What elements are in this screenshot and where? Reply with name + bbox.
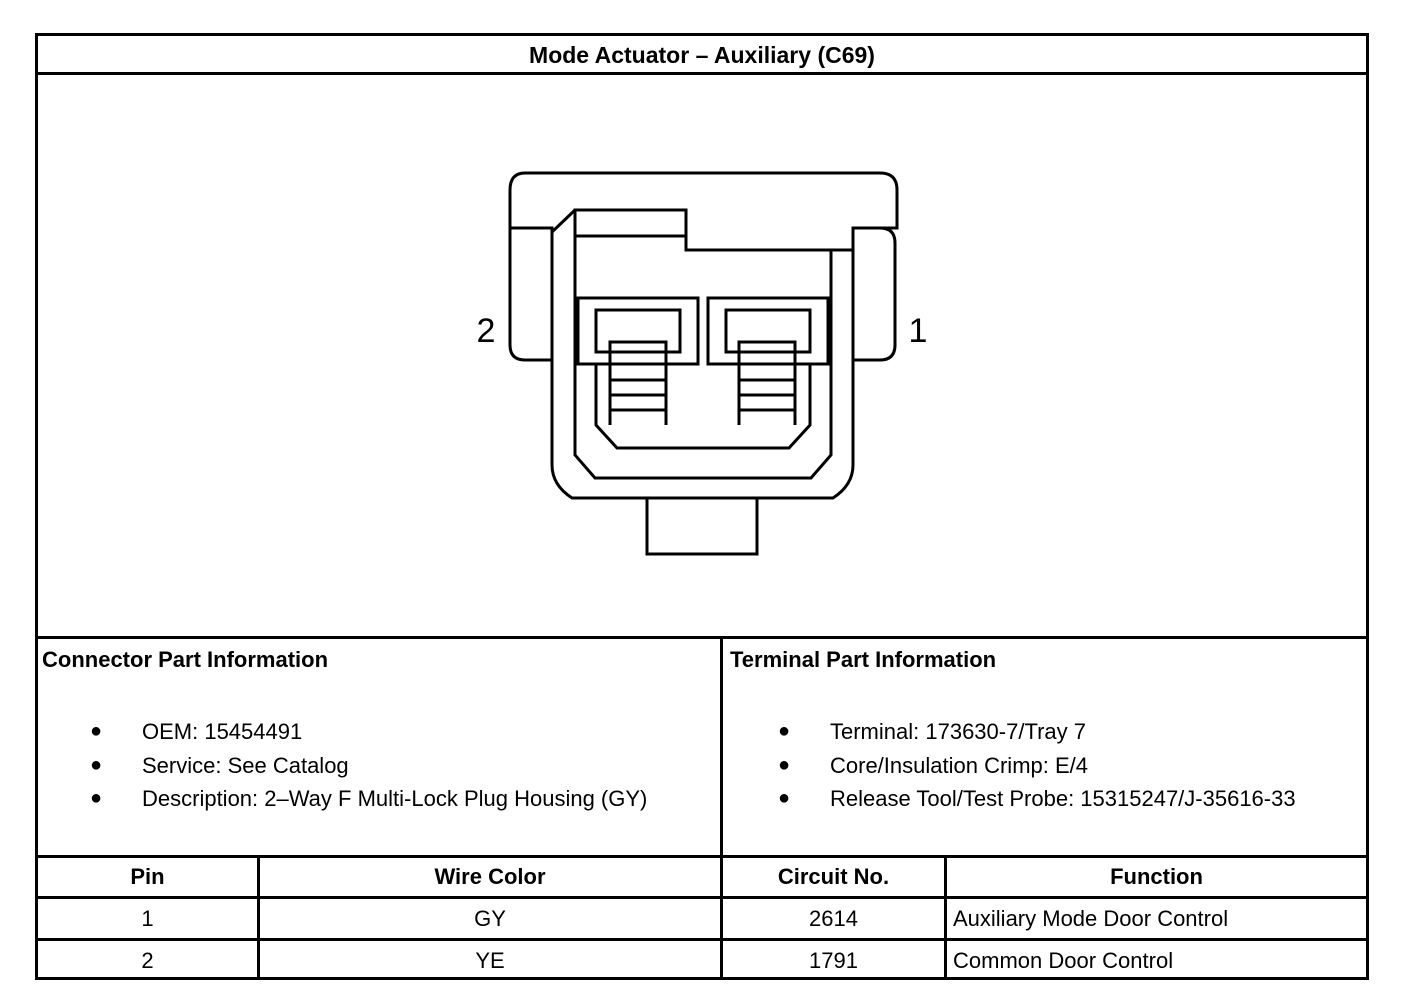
terminal-2-body xyxy=(608,340,668,366)
pin-1-label: 1 xyxy=(909,312,928,350)
table-header-pin: Pin xyxy=(130,864,165,889)
table-row-2-function: Common Door Control xyxy=(953,947,1174,973)
terminal-1-ladder xyxy=(737,364,797,425)
polarization-chamfer xyxy=(550,208,577,234)
cavity-1-inner xyxy=(724,308,812,354)
table-row-1-circuit: 2614 xyxy=(809,905,858,931)
drawing-divider xyxy=(35,636,1369,639)
table-row-2-pin: 2 xyxy=(141,947,154,973)
table-header-function: Function xyxy=(1110,864,1203,889)
terminal-1-body xyxy=(737,340,797,366)
table-header-circuit: Circuit No. xyxy=(777,864,890,889)
terminal-channel xyxy=(594,364,812,450)
inner-housing xyxy=(573,208,833,480)
left-latch-tab xyxy=(508,228,552,362)
table-col-divider-3 xyxy=(944,855,947,980)
cavity-2-inner xyxy=(594,308,682,354)
table-row-2-wire-color: YE xyxy=(475,947,505,973)
info-divider xyxy=(35,855,1369,858)
table-header-divider xyxy=(35,896,1369,899)
lock-tab xyxy=(645,496,759,556)
diagram-frame xyxy=(35,33,1369,980)
terminal-2-ladder xyxy=(608,364,668,425)
info-center-divider xyxy=(720,636,723,980)
terminal-info-heading: Terminal Part Information xyxy=(730,647,997,672)
right-latch-tab xyxy=(853,226,897,362)
connector-info-heading: Connector Part Information xyxy=(42,647,329,672)
pin-2-label: 2 xyxy=(477,312,496,350)
housing-outline xyxy=(508,171,899,500)
table-col-divider-1 xyxy=(257,855,260,980)
page-title: Mode Actuator – Auxiliary (C69) xyxy=(529,41,875,68)
table-row-1-pin: 1 xyxy=(141,905,154,931)
table-row-1-function: Auxiliary Mode Door Control xyxy=(953,905,1229,931)
table-row-1-wire-color: GY xyxy=(474,905,506,931)
table-header-wire-color: Wire Color xyxy=(434,864,546,889)
title-divider xyxy=(35,72,1369,75)
table-row-2-circuit: 1791 xyxy=(809,947,858,973)
table-row-divider xyxy=(35,938,1369,941)
